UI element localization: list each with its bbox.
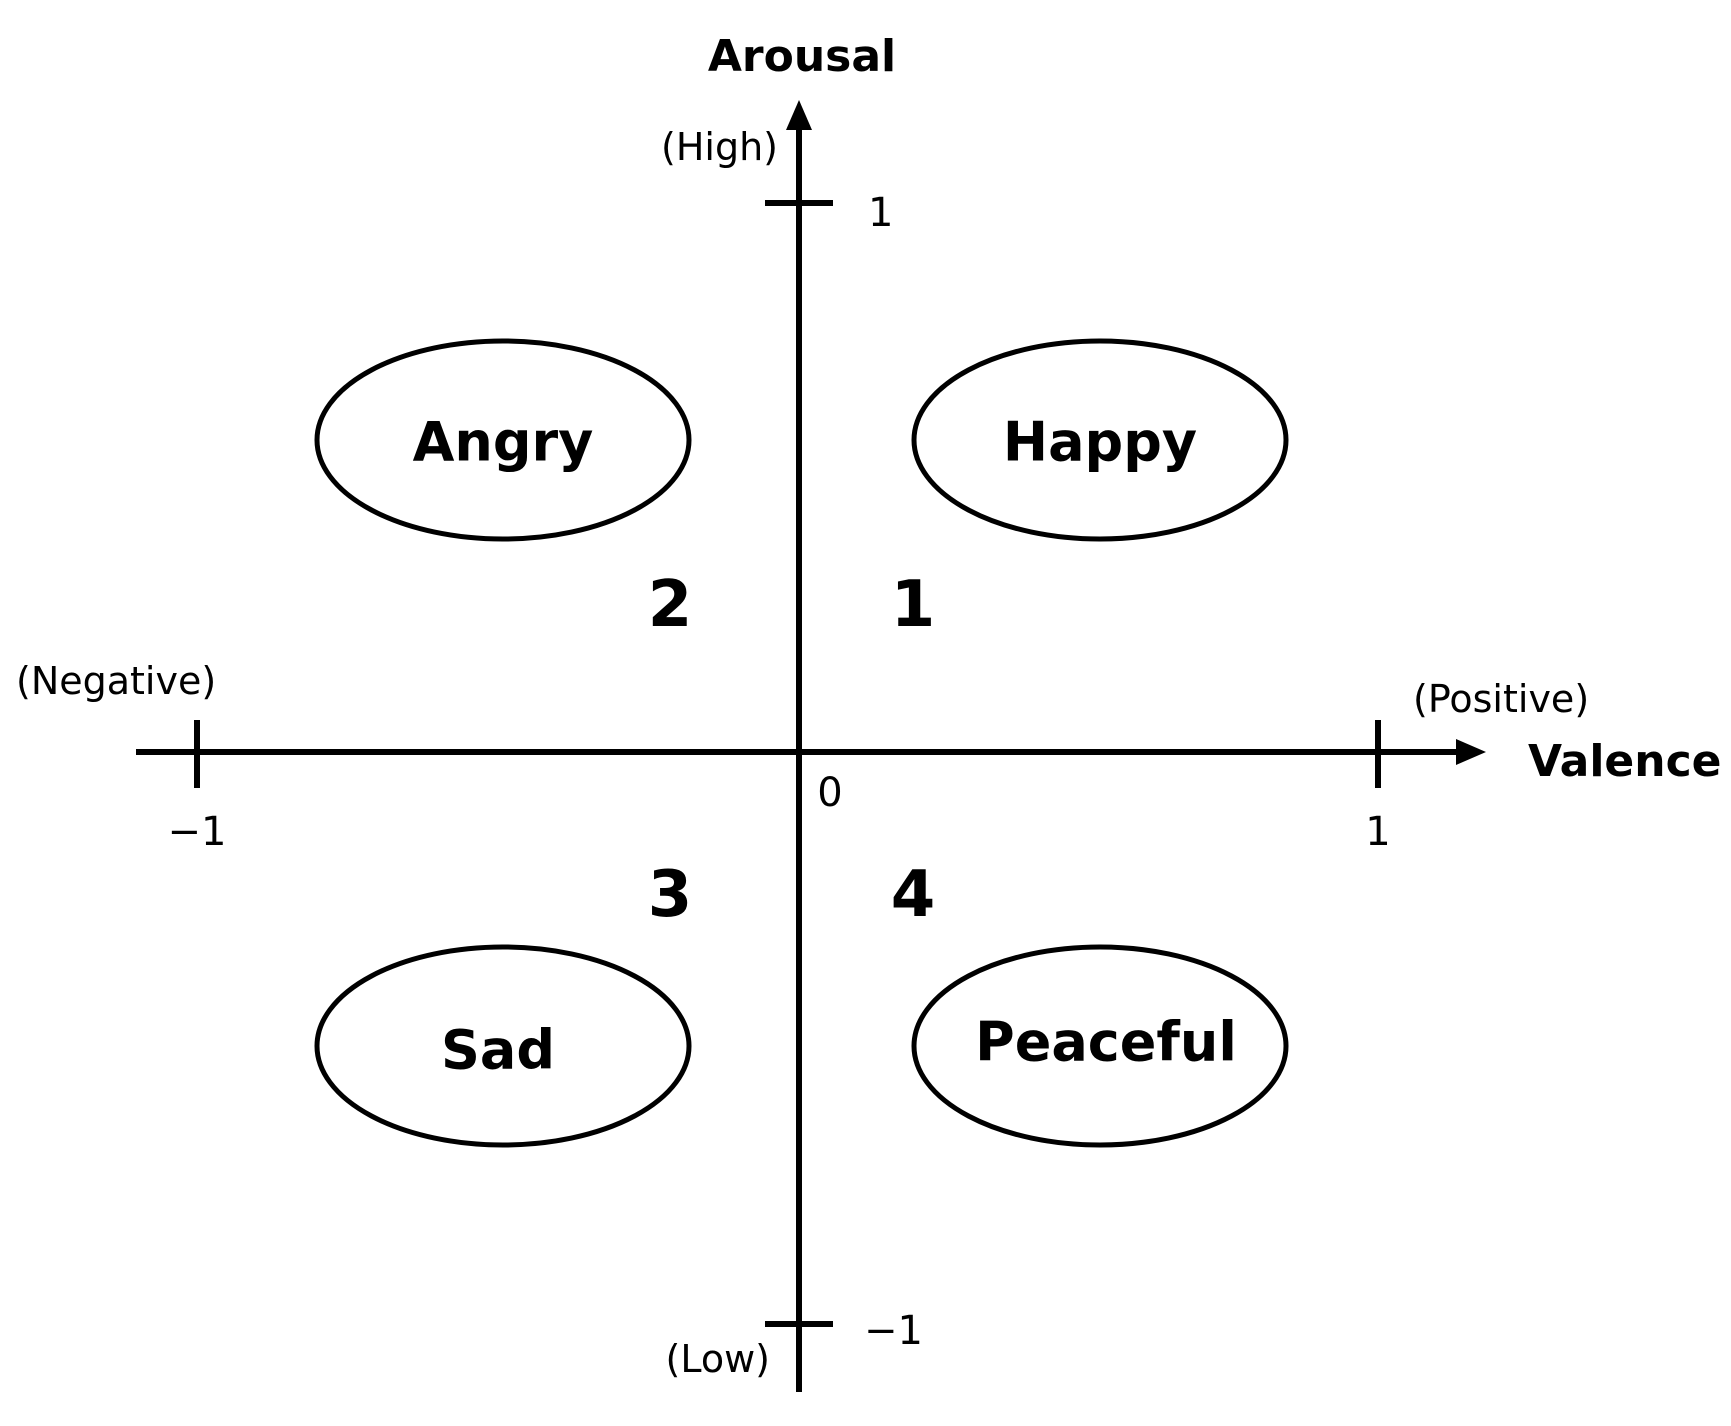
arousal-low-hint: (Low) [666,1337,770,1381]
quadrant-1-label: 1 [891,568,936,642]
happy-ellipse [911,338,1289,542]
valence-left-tick-label: −1 [168,809,227,855]
valence-axis-title: Valence [1528,736,1722,787]
valence-right-tick-label: 1 [1365,809,1390,855]
happy-label: Happy [1003,411,1197,474]
sad-label: Sad [441,1019,555,1082]
angry-label: Angry [413,411,594,474]
origin-label: 0 [817,770,842,816]
emotion-angry: Angry [314,338,692,542]
emotion-sad: Sad [314,944,692,1148]
arousal-top-tick-label: 1 [868,190,893,236]
peaceful-label: Peaceful [975,1011,1237,1074]
emotion-happy: Happy [911,338,1289,542]
valence-negative-hint: (Negative) [16,659,216,703]
valence-positive-hint: (Positive) [1413,677,1589,721]
arousal-bottom-tick-label: −1 [864,1308,923,1354]
quadrant-4-label: 4 [891,858,936,932]
peaceful-ellipse [911,944,1289,1148]
quadrant-3-label: 3 [648,858,693,932]
arousal-high-hint: (High) [661,125,778,169]
angry-ellipse [314,338,692,542]
quadrant-2-label: 2 [648,568,693,642]
arousal-arrowhead [786,100,812,130]
valence-arrowhead [1456,739,1486,765]
sad-ellipse [314,944,692,1148]
arousal-axis-title: Arousal [708,31,896,82]
emotion-peaceful: Peaceful [911,944,1289,1148]
